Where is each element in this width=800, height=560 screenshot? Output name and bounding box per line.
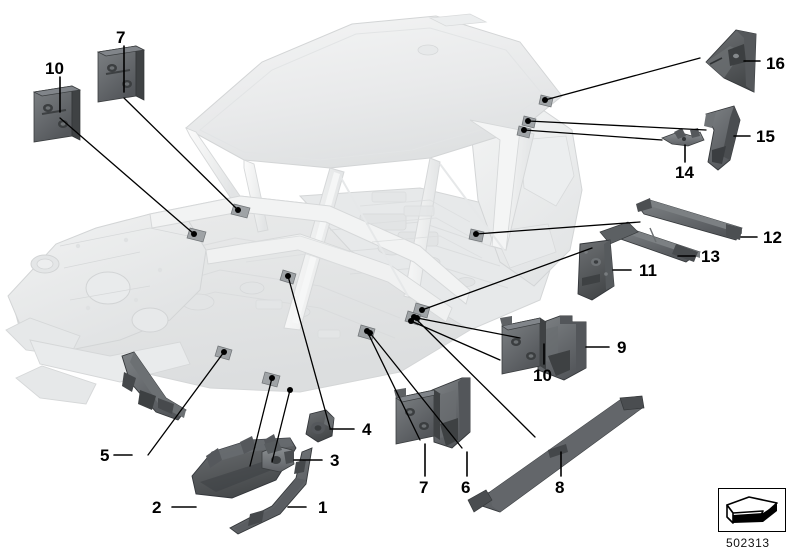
part-rail-12 <box>636 198 743 241</box>
callout-6: 6 <box>461 478 471 497</box>
callout-11: 11 <box>639 261 657 280</box>
callout-9: 9 <box>617 338 627 357</box>
legend-box <box>718 488 786 532</box>
body-inner-detail <box>239 191 483 339</box>
leader-5 <box>147 351 225 456</box>
callout-16: 16 <box>766 54 785 73</box>
leader-2 <box>249 377 273 467</box>
part-bracket-5 <box>121 351 187 421</box>
leader-11 <box>421 247 593 311</box>
callout-15: 15 <box>756 127 775 146</box>
leader-7-low <box>366 330 421 441</box>
arrow-block-icon <box>726 496 778 524</box>
leader-14 <box>523 129 663 141</box>
leader-10-low <box>410 320 501 361</box>
part-sill-8 <box>467 395 645 513</box>
leader-16 <box>544 57 701 101</box>
callout-4: 4 <box>362 420 372 439</box>
callout-1: 1 <box>318 498 328 517</box>
leader-8 <box>413 316 536 438</box>
part-bracket-10-upper <box>32 85 82 143</box>
part-bracket-7-lower <box>394 388 441 445</box>
callout-10-lower: 10 <box>533 366 552 385</box>
leader-9 <box>416 317 521 339</box>
leader-15 <box>527 120 707 131</box>
callout-2: 2 <box>152 498 162 517</box>
part-panel-6 <box>431 377 471 449</box>
callout-13: 13 <box>701 247 720 266</box>
part-clip-14 <box>661 128 705 147</box>
part-bracket-10-lower <box>500 316 547 375</box>
leader-3 <box>271 389 291 463</box>
body-front-structure <box>5 213 207 405</box>
callout-7-lower: 7 <box>419 478 429 497</box>
leader-10-top <box>59 117 195 235</box>
part-rail-13 <box>599 221 701 263</box>
leader-endpoint-dots <box>191 97 548 393</box>
legend-diagram-code: 502313 <box>726 536 770 550</box>
callout-5: 5 <box>100 446 110 465</box>
callout-14: 14 <box>675 163 694 182</box>
callout-12: 12 <box>763 228 782 247</box>
body-pillars-and-frame <box>149 119 535 331</box>
callout-3: 3 <box>330 451 340 470</box>
callout-10-upper: 10 <box>45 59 64 78</box>
leader-4 <box>287 275 331 429</box>
part-bracket-15 <box>704 105 741 171</box>
leader-7-top <box>123 97 239 211</box>
callout-8: 8 <box>555 478 565 497</box>
leader-13 <box>475 221 641 235</box>
leader-6-low <box>369 332 463 449</box>
part-clip-3 <box>261 440 295 473</box>
part-panel-11 <box>577 239 615 301</box>
callout-7-upper: 7 <box>116 28 126 47</box>
